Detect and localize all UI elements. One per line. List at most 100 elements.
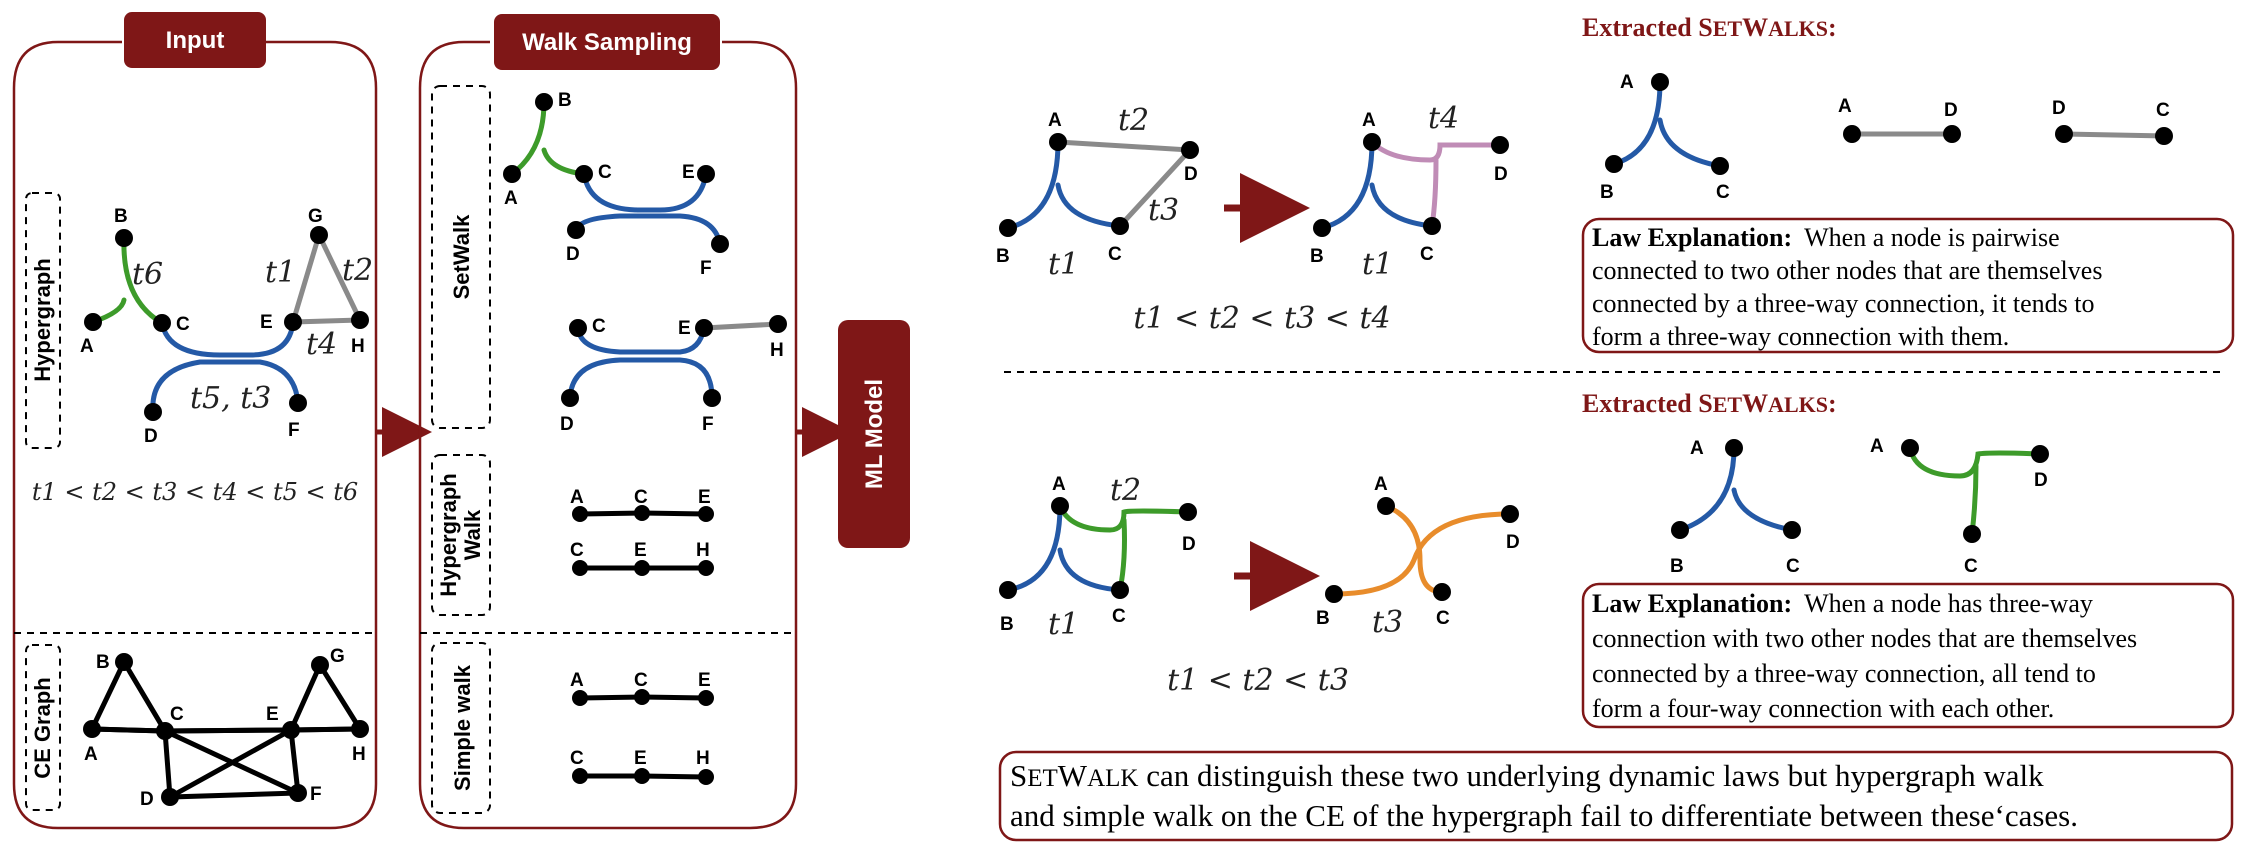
case1-law-line-1: Law Explanation:When a node is pairwise [1592, 223, 2060, 252]
hypergraph-label: Hypergraph [30, 258, 55, 381]
node-label: A [1870, 436, 1884, 457]
node-label: G [308, 206, 323, 227]
case1-law-line-2: connected to two other nodes that are th… [1592, 256, 2102, 285]
ml-model-box [838, 320, 910, 548]
case-1: A B C D t2 t3 t1 A B C D t4 t1 t1 < t2 <… [996, 13, 2235, 354]
node-label: C [176, 314, 190, 335]
time-label: t2 [1110, 473, 1141, 508]
node-label: H [770, 340, 784, 361]
node-label: H [351, 336, 365, 357]
node-label: C [1112, 606, 1126, 627]
node-label: E [682, 162, 695, 183]
node-label: B [1310, 246, 1324, 267]
node-label: B [1316, 608, 1330, 629]
node-label: B [1000, 614, 1014, 635]
node-label: F [700, 258, 712, 279]
node-label: C [1108, 244, 1122, 265]
node-label: A [504, 188, 518, 209]
node-label: C [592, 316, 606, 337]
case1-order: t1 < t2 < t3 < t4 [1133, 301, 1390, 336]
node-label: D [1944, 100, 1958, 121]
node-f [289, 394, 307, 412]
walk-node-label: E [698, 670, 711, 691]
node-label: D [2052, 98, 2066, 119]
walk-header: Walk Sampling [522, 29, 692, 56]
node-label: G [330, 646, 345, 667]
ce-graph-label: CE Graph [30, 677, 55, 778]
node-label: C [170, 704, 184, 725]
node-label: B [96, 652, 110, 673]
node-label: C [1420, 244, 1434, 265]
simple-walk-label-box [431, 642, 491, 814]
node-label: B [1600, 182, 1614, 203]
conclusion-line-1: SETWALK can distinguish these two underl… [1010, 758, 2044, 793]
time-label: t2 [342, 253, 373, 288]
node-label: A [1374, 474, 1388, 495]
node-label: C [2156, 100, 2170, 121]
walk-node-label: E [634, 748, 647, 769]
case2-law-line-2: connection with two other nodes that are… [1592, 624, 2137, 653]
walk-node-label: C [634, 670, 648, 691]
time-label: t1 [1362, 247, 1393, 282]
node-label: B [114, 206, 128, 227]
walk-node-label: E [634, 540, 647, 561]
case1-law-line-3: connected by a three-way connection, it … [1592, 289, 2094, 318]
conclusion-line-2: and simple walk on the CE of the hypergr… [1010, 798, 2078, 833]
walk-node-label: A [570, 487, 584, 508]
case1-law-line-4: form a three-way connection with them. [1592, 322, 2009, 351]
node-h [351, 311, 369, 329]
walk-node-label: C [570, 748, 584, 769]
time-label: t1 [1048, 247, 1079, 282]
case1-law-box [1581, 217, 2235, 354]
time-label: t4 [1428, 101, 1459, 136]
node-label: B [558, 90, 572, 111]
case-2: A B C D t2 t1 A B C D t3 t1 < t2 < t3 Ex… [999, 389, 2235, 729]
node-label: A [1690, 438, 1704, 459]
walk-header-box [494, 14, 720, 70]
walk-node-label: A [570, 670, 584, 691]
node-label: D [1494, 164, 1508, 185]
time-label: t4 [306, 327, 337, 362]
node-label: D [140, 789, 154, 810]
ml-model-label: ML Model [861, 379, 888, 489]
time-order: t1 < t2 < t3 < t4 < t5 < t6 [32, 478, 358, 506]
node-g [310, 226, 328, 244]
node-label: D [1182, 534, 1196, 555]
time-label: t3 [1148, 193, 1179, 228]
time-label: t3 [1372, 605, 1403, 640]
walk-sampling-panel: Walk Sampling SetWalk B A C D E F [418, 14, 798, 830]
time-label: t1 [1048, 607, 1079, 642]
node-label: C [1436, 608, 1450, 629]
walk-node-label: C [570, 540, 584, 561]
node-label: E [678, 318, 691, 339]
time-label: t6 [132, 257, 163, 292]
walk-node-label: C [634, 487, 648, 508]
node-label: A [1620, 72, 1634, 93]
hypergraph-walk-label-2: Walk [460, 509, 485, 560]
node-label: C [598, 162, 612, 183]
time-label: t5, t3 [190, 381, 271, 416]
node-label: E [260, 312, 273, 333]
node-label: F [702, 414, 714, 435]
setwalk-sample-1: B A C D E F [503, 90, 729, 279]
ce-graph-label-box [25, 644, 61, 811]
node-label: H [352, 744, 366, 765]
node-label: A [1048, 110, 1062, 131]
hypergraph-walk-label-1: Hypergraph [436, 473, 461, 596]
input-panel: Input Hypergraph B A C D F E G H [12, 12, 378, 830]
node-label: F [288, 420, 300, 441]
node-label: C [1786, 556, 1800, 577]
case2-law-line-4: form a four-way connection with each oth… [1592, 694, 2054, 723]
simple-walk-label: Simple walk [450, 664, 475, 791]
ce-graph: B A C D E G H F [83, 646, 369, 810]
case2-law-line-1: Law Explanation:When a node has three-wa… [1592, 589, 2093, 618]
case2-law-line-3: connected by a three-way connection, all… [1592, 659, 2096, 688]
node-label: C [1716, 182, 1730, 203]
case1-extracted-title: Extracted SETWALKS: [1582, 13, 1837, 42]
node-label: E [266, 704, 279, 725]
simple-walks: A C E C E H [570, 670, 714, 785]
walk-node-label: H [696, 748, 710, 769]
node-label: D [2034, 470, 2048, 491]
node-label: D [566, 244, 580, 265]
node-label: D [144, 426, 158, 447]
